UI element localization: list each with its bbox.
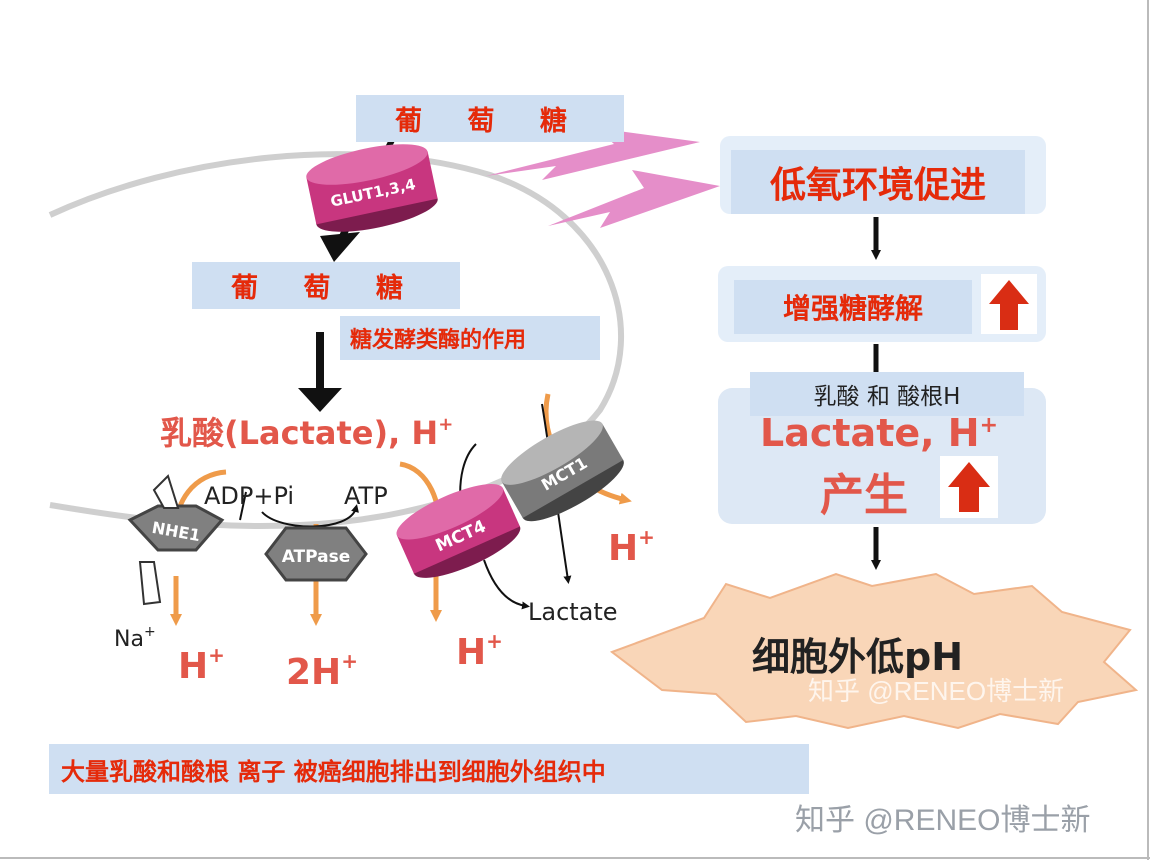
glut-top	[306, 144, 428, 185]
mct4-transporter: MCT4	[396, 483, 521, 578]
low-ph-text: 细胞外低pH	[752, 635, 963, 679]
up-arrow-icon	[989, 280, 1029, 330]
caption-label: 大量乳酸和酸根 离子 被癌细胞排出到细胞外组织中	[49, 744, 809, 794]
enzyme-arrow-head	[298, 388, 342, 412]
lactate-h-label: 乳酸(Lactate), H+	[160, 414, 453, 452]
watermark-bottom: 知乎 @RENEO博士新	[795, 804, 1091, 837]
mct1-top	[501, 420, 603, 485]
enzyme-action-label: 糖发酵类酶的作用	[340, 316, 600, 360]
atpase-label: ATPase	[282, 547, 351, 567]
mct4-top	[396, 483, 504, 540]
adp-pi-label: ADP+Pi	[204, 482, 294, 510]
nhe1-pin-bottom	[138, 561, 162, 606]
lactate-out-label: Lactate	[528, 598, 618, 626]
nhe1-transporter	[127, 504, 225, 552]
atpase-transporter	[264, 526, 368, 582]
box-produce-text: 产生	[820, 470, 908, 521]
mct1-transporter: MCT1	[501, 420, 624, 522]
watermark-mid: 知乎 @RENEO博士新	[808, 676, 1064, 706]
box-lactate-h-text: Lactate, H+	[760, 411, 998, 455]
h-ion-mct1: H+	[608, 525, 655, 569]
cell-membrane	[48, 151, 624, 529]
h-ion-nhe1: H+	[178, 643, 225, 687]
lactic-acid-h-label: 乳酸 和 酸根H	[750, 372, 1024, 416]
two-h-ion-atpase: 2H+	[286, 649, 358, 693]
adp-line	[239, 491, 247, 521]
lightning-bolt-upper	[486, 128, 700, 180]
hypoxia-label: 低氧环境促进	[731, 150, 1025, 214]
mct4-lactate-line-out	[483, 559, 530, 610]
glut-transporter: GLUT1,3,4	[306, 144, 438, 232]
h-ion-mct4: H+	[456, 629, 503, 673]
na-ion-label: Na+	[114, 624, 156, 652]
low-ph-burst	[609, 572, 1139, 730]
mct4-body	[396, 488, 520, 574]
glycolysis-label: 增强糖酵解	[734, 280, 972, 334]
glucose-arrow-head	[320, 232, 360, 262]
glucose-label-inner: 葡 萄 糖	[192, 262, 460, 309]
nhe1-pin-top	[152, 474, 180, 509]
atp-label: ATP	[344, 482, 388, 510]
lightning-bolt-lower	[548, 170, 720, 228]
glucose-label-top: 葡 萄 糖	[356, 95, 624, 142]
mct1-body	[501, 423, 624, 519]
up-arrow-icon-2	[948, 462, 990, 512]
